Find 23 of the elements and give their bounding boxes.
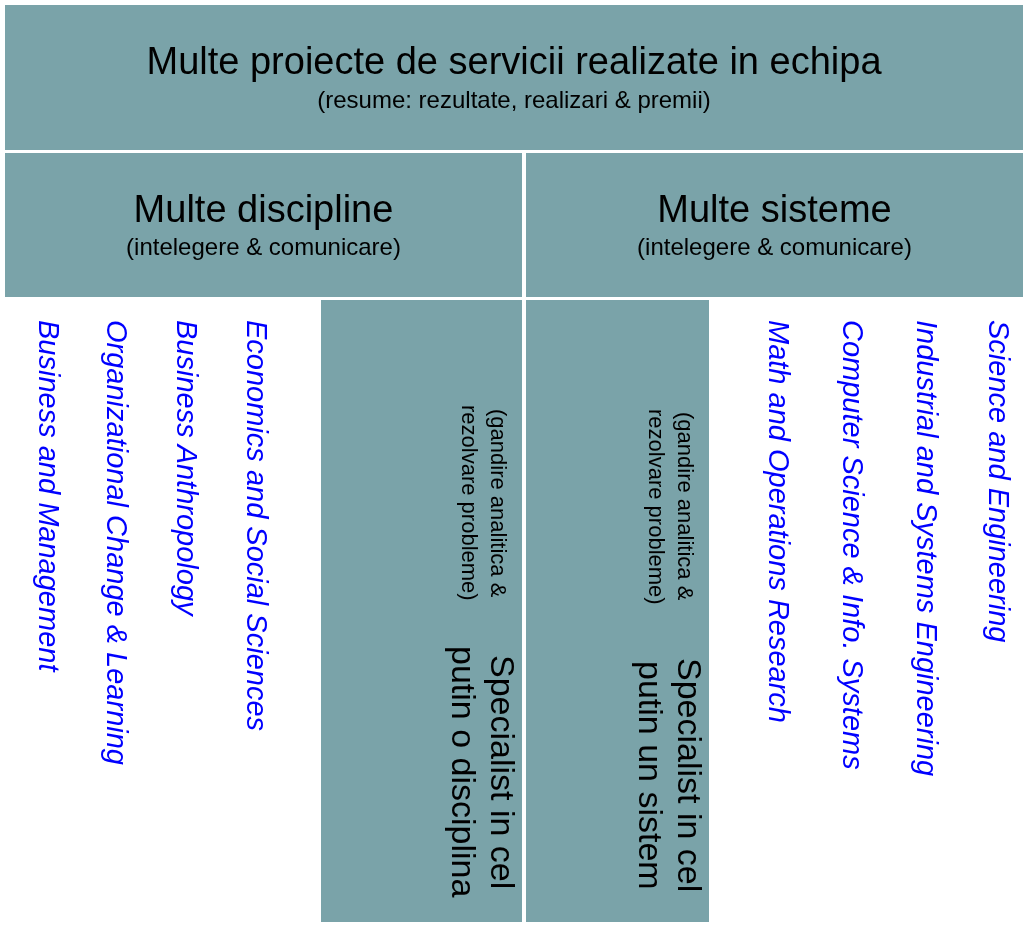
header-box [526,153,1023,297]
column-box [321,300,522,922]
field-label: Organizational Change & Learning [100,320,133,765]
field-label: Science and Engineering [982,320,1015,643]
column-box [526,300,709,922]
node-heading: Specialist in cel putin un sistem [630,656,709,895]
field-label: Industrial and Systems Engineering [910,320,943,777]
node-subtitle: (gandire analitica & rezolvare probleme) [456,404,512,604]
field-label: Economics and Social Sciences [240,320,273,732]
node-heading: Multe proiecte de servicii realizate in echipa [146,40,882,84]
header-box [5,153,522,297]
field-label: Business Anthropology [170,320,203,616]
field-label: Computer Science & Info. Systems [836,320,869,770]
field-label: Business and Management [32,320,65,672]
node-heading: Specialist in cel putin o disciplina [443,645,522,900]
field-label: Math and Operations Research [762,320,795,723]
node-subtitle: (intelegere & comunicare) [126,232,401,263]
header-box [5,5,1023,150]
node-heading: Multe sisteme [657,187,892,232]
node-heading: Multe discipline [133,187,394,232]
node-subtitle: (intelegere & comunicare) [637,232,912,263]
node-subtitle: (resume: rezultate, realizari & premii) [317,84,711,115]
node-subtitle: (gandire analitica & rezolvare probleme) [643,407,699,607]
